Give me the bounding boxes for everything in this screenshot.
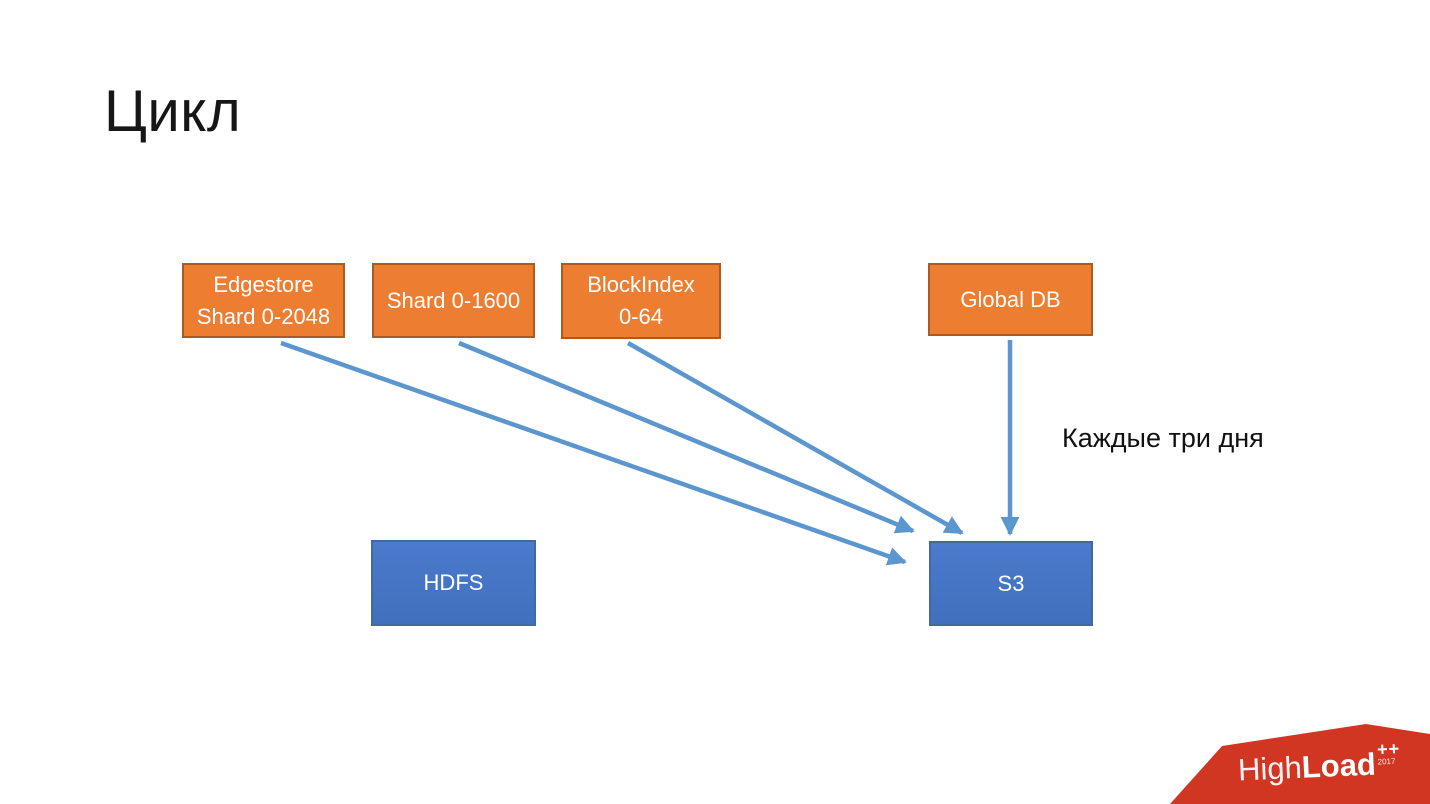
logo-word-high: High bbox=[1237, 749, 1303, 788]
arrow-edgestore-to-s3 bbox=[280, 340, 907, 566]
logo-year: 2017 bbox=[1377, 756, 1396, 767]
arrow-shard-to-s3 bbox=[458, 340, 915, 534]
page-title: Цикл bbox=[104, 79, 242, 144]
node-shard: Shard 0-1600 bbox=[372, 263, 535, 338]
arrow-blockindex-to-s3 bbox=[626, 341, 964, 535]
node-edgestore-shard: Edgestore Shard 0-2048 bbox=[182, 263, 345, 338]
node-hdfs: HDFS bbox=[371, 540, 536, 626]
node-s3: S3 bbox=[929, 541, 1093, 626]
annotation-every-three-days: Каждые три дня bbox=[1062, 423, 1264, 453]
logo-plusplus: ++ bbox=[1376, 738, 1401, 760]
node-global-db: Global DB bbox=[928, 263, 1093, 336]
logo-word-load: Load bbox=[1301, 746, 1377, 785]
node-blockindex: BlockIndex 0-64 bbox=[561, 263, 721, 339]
